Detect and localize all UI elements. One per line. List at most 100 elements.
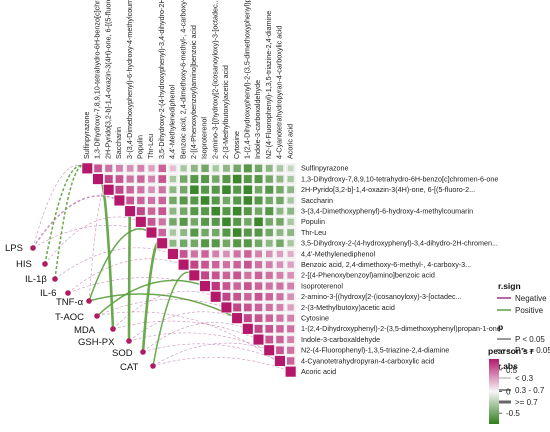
heatmap-cell xyxy=(201,164,209,173)
right-label: N2-(4-Fluorophenyl)-1,3,5-triazine-2,4-d… xyxy=(301,346,449,355)
heatmap-cell xyxy=(276,239,284,247)
heatmap-cell xyxy=(222,292,231,301)
variable-label: T-AOC xyxy=(55,312,84,323)
heatmap-cell xyxy=(211,271,220,280)
heatmap-cell xyxy=(179,250,188,258)
heatmap-cell xyxy=(287,175,294,183)
right-label: 2-(3-Methylbutoxy)acetic acid xyxy=(301,303,395,312)
link-line xyxy=(96,311,291,372)
heatmap-cell xyxy=(169,196,177,205)
top-label: Indole-3-carboxaldehyde xyxy=(253,80,262,159)
heatmap-cell xyxy=(244,293,252,301)
link-line xyxy=(96,279,206,317)
heatmap-cell xyxy=(137,186,145,194)
heatmap-cell xyxy=(265,250,273,258)
link-line xyxy=(128,311,238,342)
heatmap-cell xyxy=(179,207,188,215)
heatmap-cell xyxy=(189,270,200,281)
heatmap-cell xyxy=(169,239,177,247)
heatmap-cell xyxy=(158,186,166,194)
link-line xyxy=(152,342,270,367)
heatmap-cell xyxy=(233,292,241,301)
right-label: Thr-Leu xyxy=(301,228,326,237)
heatmap-cell xyxy=(244,218,252,226)
heatmap-cell xyxy=(244,282,252,290)
legend-negative-label: Negative xyxy=(515,294,547,303)
link-line xyxy=(127,207,132,342)
heatmap-cell xyxy=(276,229,284,236)
heatmap-cell xyxy=(201,185,210,194)
heatmap-cell xyxy=(233,250,241,258)
heatmap-cell xyxy=(276,207,284,215)
top-label: 2-(3-Methylbutoxy)acetic acid xyxy=(221,65,230,159)
top-label: 1,3-Dihydroxy-7,8,9,10-tetrahydro-6H-ben… xyxy=(93,0,102,159)
heatmap-cell xyxy=(254,175,263,184)
heatmap-cell xyxy=(232,313,243,324)
heatmap-cell xyxy=(212,165,219,172)
heatmap-cell xyxy=(126,165,134,172)
heatmap-cell xyxy=(190,228,199,237)
colorbar-tick-label: 0.5 xyxy=(506,366,518,375)
heatmap-cell xyxy=(233,164,241,173)
variable-label: MDA xyxy=(74,325,96,336)
link-line xyxy=(88,228,152,302)
heatmap-cell xyxy=(190,260,199,269)
heatmap-cell xyxy=(287,282,295,290)
heatmap-cell xyxy=(201,207,210,216)
right-label: 1-(2,4-Dihydroxyphenyl)-2-(3,5-dimethoxy… xyxy=(301,324,501,333)
heatmap-cell xyxy=(201,260,209,269)
heatmap-cell xyxy=(212,175,220,183)
heatmap-cell xyxy=(254,324,263,333)
heatmap-cell xyxy=(82,163,93,174)
heatmap-cell xyxy=(179,239,188,247)
variable-node xyxy=(150,363,156,369)
heatmap-cell xyxy=(201,228,209,237)
heatmap-cell xyxy=(221,302,232,313)
heatmap-cell xyxy=(211,281,220,291)
heatmap-cell xyxy=(211,206,220,216)
heatmap-cell xyxy=(222,261,230,269)
right-label: Cytosine xyxy=(301,314,329,323)
heatmap-cell xyxy=(287,229,295,236)
heatmap-cell xyxy=(233,217,242,226)
variable-node xyxy=(94,313,100,319)
heatmap-cell xyxy=(147,218,156,226)
heatmap-cell xyxy=(148,175,155,183)
right-label: Saccharin xyxy=(301,196,333,205)
heatmap-cell xyxy=(276,335,284,344)
legend-abs-small-label: < 0.3 xyxy=(515,374,534,383)
top-label: 2H-Pyrido[3,2-b]-1,4-oxazin-3(4H)-one, 6… xyxy=(103,0,112,159)
link-line xyxy=(44,164,88,265)
heatmap-cell xyxy=(233,185,242,194)
heatmap-cell xyxy=(190,185,199,194)
variable-label: HIS xyxy=(16,259,32,270)
right-label: Indole-3-carboxaldehyde xyxy=(301,335,380,344)
heatmap-cell xyxy=(223,164,230,172)
heatmap-cell xyxy=(179,217,188,226)
heatmap-cell xyxy=(190,207,199,216)
heatmap-cell xyxy=(201,175,210,184)
right-label: Sulfinpyrazone xyxy=(301,164,349,173)
heatmap-cell xyxy=(287,197,294,204)
heatmap-cell xyxy=(287,346,295,354)
heatmap-cell xyxy=(212,228,220,237)
heatmap-cell xyxy=(244,303,252,312)
heatmap-cell xyxy=(190,239,199,247)
heatmap-cell xyxy=(265,228,273,237)
heatmap-cell xyxy=(243,185,253,194)
pearson-colorbar: pearson's r 0.50-0.5 xyxy=(488,346,534,424)
heatmap-cell xyxy=(265,239,273,247)
heatmap-cell xyxy=(222,196,231,205)
heatmap-cell xyxy=(276,325,284,333)
link-line xyxy=(54,247,174,280)
heatmap-cell xyxy=(255,250,262,258)
heatmap-cell xyxy=(232,206,242,216)
top-label: Acoric acid xyxy=(285,124,294,159)
heatmap-cell xyxy=(243,175,252,184)
heatmap-cell xyxy=(254,228,263,237)
heatmap-cell xyxy=(212,250,220,258)
variable-node xyxy=(126,338,132,344)
